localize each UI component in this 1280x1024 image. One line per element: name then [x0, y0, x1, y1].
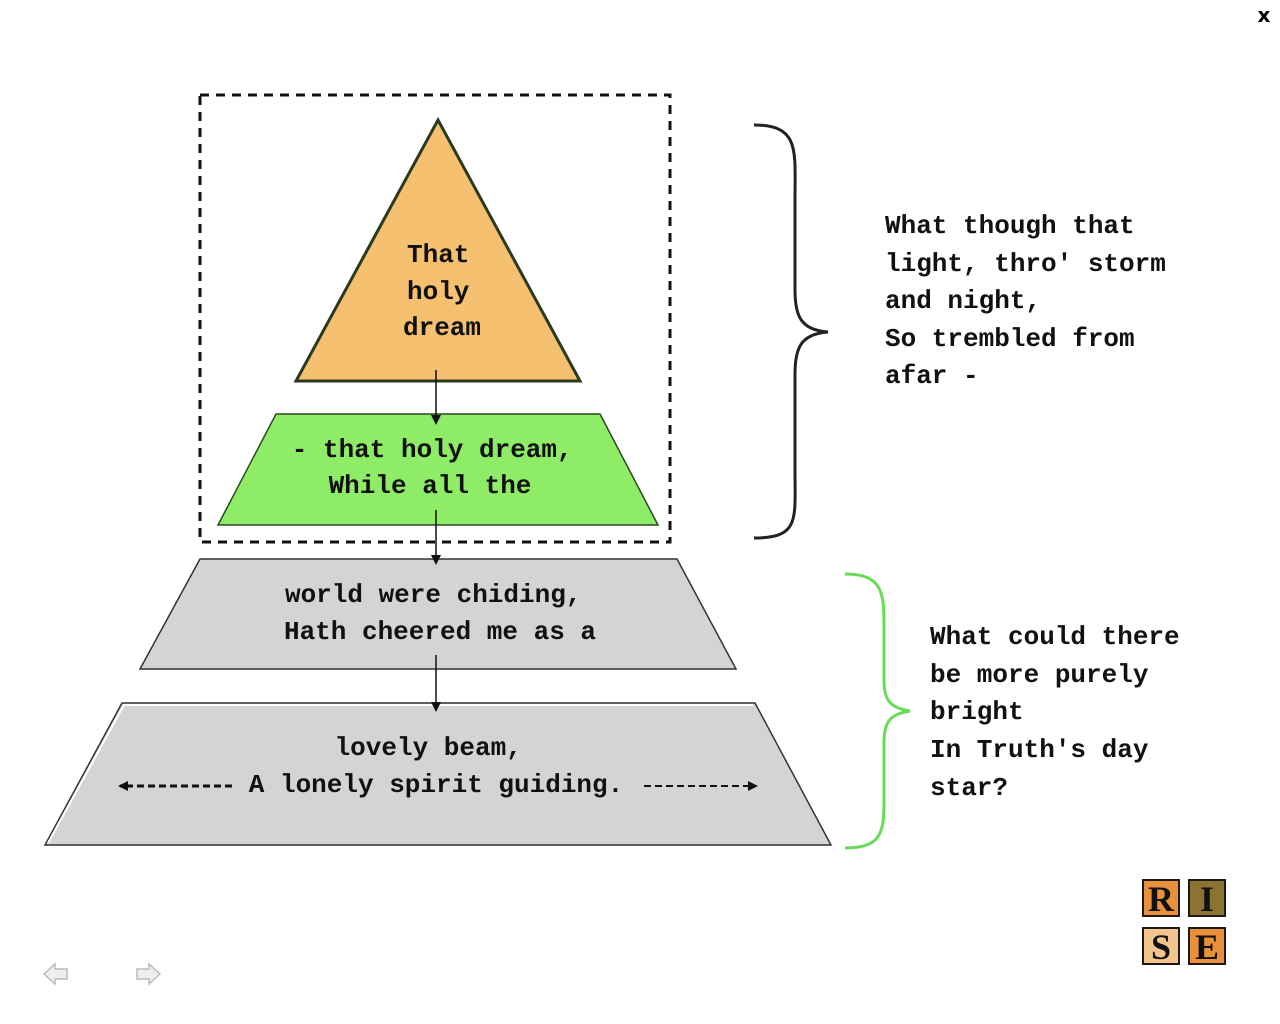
- logo-tile-s: S: [1142, 927, 1180, 965]
- logo-tile-r: R: [1142, 879, 1180, 917]
- next-slide-button[interactable]: [132, 958, 164, 990]
- arrow-right-icon: [136, 962, 162, 986]
- gray-trapezoid-shape: [138, 558, 738, 670]
- bottom-brace-text: What could there be more purely bright I…: [930, 622, 1195, 803]
- green-trapezoid-text: - that holy dream, While all the: [292, 435, 588, 501]
- logo-tile-e: E: [1188, 927, 1226, 965]
- top-curly-brace: [753, 123, 829, 540]
- triangle-shape: [293, 116, 583, 383]
- rise-logo: R I S E: [1142, 879, 1230, 971]
- top-brace-text: What though that light, thro' storm and …: [885, 211, 1181, 391]
- green-trapezoid-shape: [216, 413, 660, 526]
- arrow-left-icon: [42, 962, 68, 986]
- bottom-curly-brace: [844, 572, 911, 850]
- logo-tile-i: I: [1188, 879, 1226, 917]
- previous-slide-button[interactable]: [40, 958, 72, 990]
- gray-trapezoid-text: world were chiding, Hath cheered me as a: [284, 580, 597, 647]
- base-trapezoid-highlight: [47, 704, 753, 844]
- base-trapezoid-shape: [43, 702, 833, 846]
- triangle-text: That holy dream: [403, 240, 485, 343]
- base-trapezoid-text: lovely beam, A lonely spirit guiding.: [249, 733, 623, 800]
- dashed-group-box: [198, 93, 672, 544]
- close-button[interactable]: x: [1257, 3, 1271, 27]
